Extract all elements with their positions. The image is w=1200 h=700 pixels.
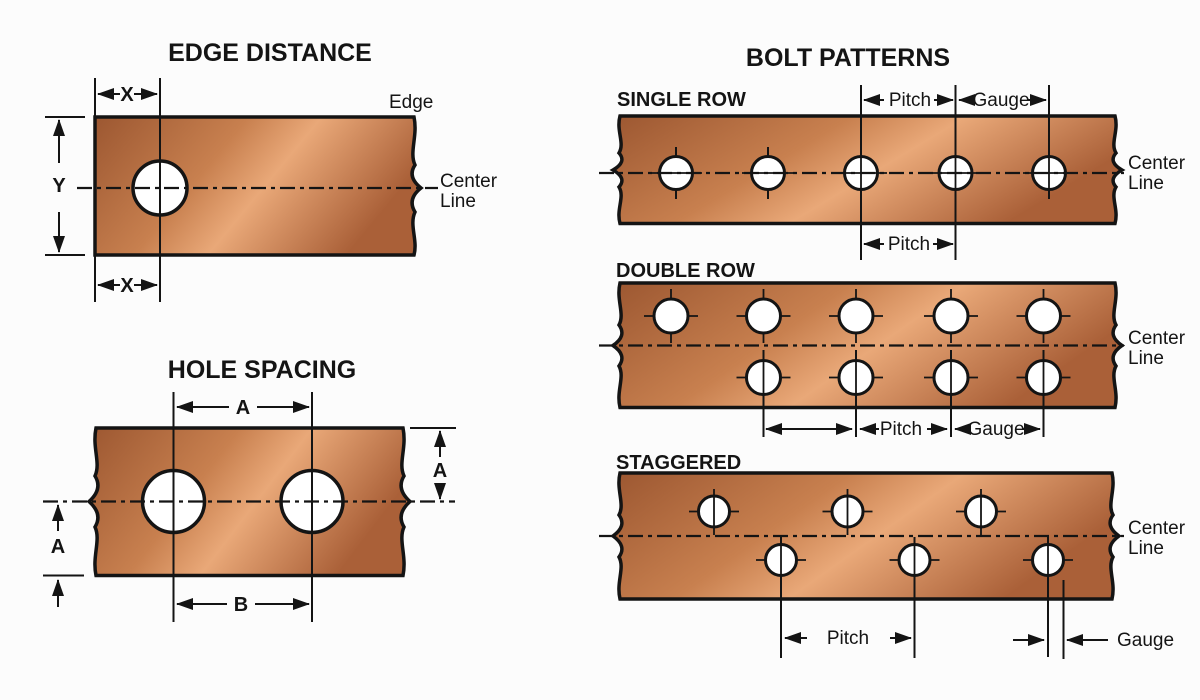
dimension-x-top: X [97,84,158,106]
hole-inner-crosshairs [713,496,1049,576]
dim-label-pitch-top: Pitch [889,90,931,111]
dim-label-gauge: Gauge [1117,630,1174,651]
centerline-label-1: Center [440,171,498,192]
dimension-pitch-top: Pitch [863,90,954,111]
bolt-hole [1025,297,1062,335]
bolt-hole [652,297,690,335]
centerline-label-2: Line [1128,173,1164,194]
dim-label-b: B [234,594,248,616]
bolt-hole [745,297,782,335]
dim-label-pitch-bottom: Pitch [888,234,930,255]
dimension-x-bottom: X [97,275,158,297]
staggered-label: STAGGERED [616,452,741,474]
dim-label-gauge-top: Gauge [972,90,1029,111]
dimension-gauge: Gauge [954,419,1041,440]
dim-label-gauge: Gauge [967,419,1024,440]
centerline-label-1: Center [1128,518,1186,539]
dimension-a-top: A [176,397,310,419]
dimension-b: B [176,594,310,616]
dimension-pitch-bottom: Pitch [863,234,954,255]
dimension-pitch: Pitch [784,628,912,649]
single-row-label: SINGLE ROW [617,89,746,111]
bolt-patterns-title: BOLT PATTERNS [746,44,950,72]
dim-label-x-bottom: X [120,275,134,297]
centerline-label-2: Line [440,191,476,212]
copper-bar [93,115,424,257]
edge-distance-section: EDGE DISTANCE X X Y Edge Center L [45,39,498,302]
bolt-hole [837,297,875,335]
hole-spacing-title: HOLE SPACING [168,356,356,384]
dim-label-x-top: X [120,84,134,106]
dim-label-a-right: A [433,460,447,482]
dimension-a-left: A [51,504,65,607]
dimension-gauge-top: Gauge [958,90,1047,111]
single-row-diagram: SINGLE ROW [599,85,1186,260]
extension-lines [43,392,456,622]
dim-label-pitch: Pitch [880,419,922,440]
dim-label-a-left: A [51,536,65,558]
dim-label-pitch: Pitch [827,628,869,649]
hole-inner-crosshairs [762,361,1045,394]
edge-label: Edge [389,92,433,113]
double-row-label: DOUBLE ROW [616,260,755,282]
centerline-label-1: Center [1128,153,1186,174]
centerline-label-1: Center [1128,328,1186,349]
dimension-gauge: Gauge [1013,630,1174,651]
dim-label-a-top: A [236,397,250,419]
extension-lines [45,78,161,302]
bolt-patterns-section: BOLT PATTERNS SINGLE ROW [599,44,1186,659]
centerline-label-2: Line [1128,538,1164,559]
edge-distance-title: EDGE DISTANCE [168,39,372,67]
dimension-a-right: A [433,430,447,500]
double-row-diagram: DOUBLE ROW [599,260,1186,440]
dimension-y: Y [52,119,66,253]
centerline-label-2: Line [1128,348,1164,369]
staggered-diagram: STAGGERED [599,452,1186,659]
dimension-pitch: Pitch [859,419,948,440]
dim-label-y: Y [52,175,66,197]
bolt-hole [932,297,970,335]
hole-spacing-section: HOLE SPACING A B A A [43,356,456,622]
